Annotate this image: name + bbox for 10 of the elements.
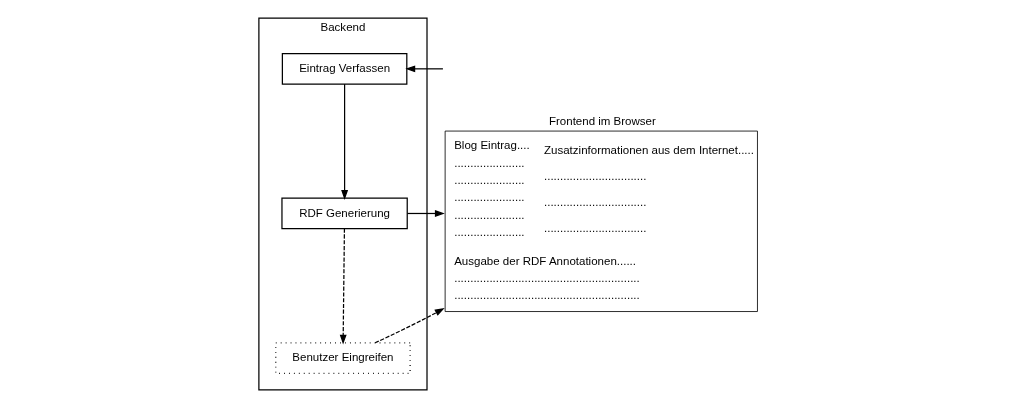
arrow <box>339 228 347 345</box>
arrow <box>340 83 348 200</box>
arrow <box>404 65 444 73</box>
node-box: Eintrag Verfassen <box>281 53 407 85</box>
node-label: Frontend im Browser <box>548 114 656 127</box>
arrow <box>374 308 445 344</box>
node-box: RDF Generierung <box>280 197 408 230</box>
arrow <box>406 210 445 217</box>
node-box: Benutzer Eingreifen <box>274 342 411 374</box>
node-box: Blog Eintrag.... ...................... ...................... ...................... ...................... ...................... Zusatzinformationen aus dem Internet..... ................................ ................................ ................................ Ausgabe der RDF Annotationen...... .......................................................... .......................................................... <box>444 130 758 312</box>
